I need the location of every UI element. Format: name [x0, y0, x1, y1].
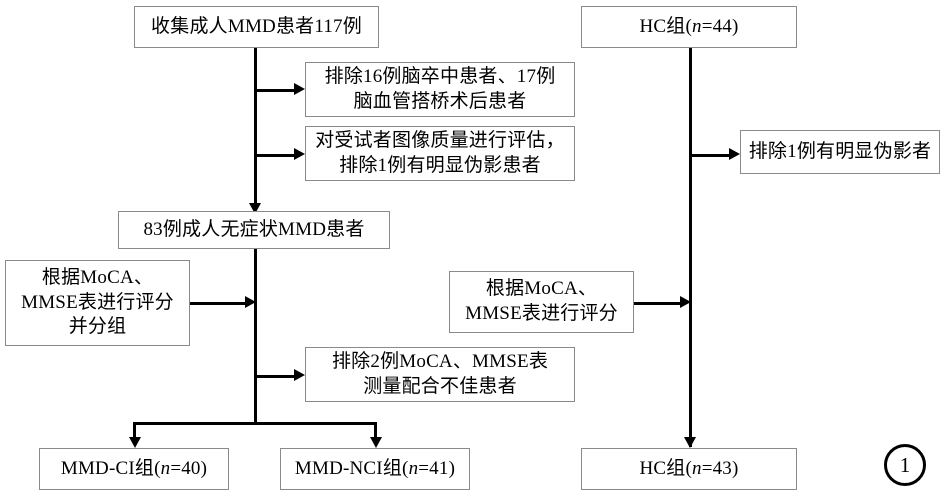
connector-split-right — [374, 422, 377, 444]
node-enroll-mmd[interactable]: 收集成人MMD患者117例 — [134, 6, 379, 48]
arrow-into-mmd-ci — [129, 437, 141, 448]
connector-to-exclude-moca — [254, 375, 298, 378]
arrow-into-exclude-stroke — [294, 83, 305, 95]
node-hc-final-label: HC组(n=43) — [639, 457, 739, 479]
arrow-into-exclude-moca — [294, 369, 305, 381]
arrow-grouping-into-trunk — [245, 296, 256, 308]
arrow-into-image-quality — [294, 148, 305, 160]
figure-number-badge: 1 — [884, 444, 926, 486]
node-hc-enroll-label: HC组(n=44) — [639, 15, 739, 37]
node-exclude-moca-mmse[interactable]: 排除2例MoCA、MMSE表 测量配合不佳患者 — [305, 347, 575, 402]
connector-trunk-hc — [689, 47, 692, 447]
connector-to-exclude-stroke — [254, 89, 298, 92]
node-exclude-moca-mmse-label: 排除2例MoCA、MMSE表 测量配合不佳患者 — [331, 350, 549, 397]
connector-trunk-mmd-bottom — [254, 248, 257, 425]
node-image-quality[interactable]: 对受试者图像质量进行评估， 排除1例有明显伪影患者 — [305, 126, 575, 181]
node-exclude-stroke-bypass-label: 排除16例脑卒中患者、17例 脑血管搭桥术后患者 — [324, 65, 556, 112]
figure-number-text: 1 — [899, 452, 911, 477]
arrow-hc-scoring-into-trunk — [680, 296, 691, 308]
node-asymptomatic-mmd-label: 83例成人无症状MMD患者 — [143, 218, 365, 240]
connector-trunk-mmd-top — [254, 47, 257, 210]
arrow-into-hc-exclude — [729, 148, 740, 160]
node-asymptomatic-mmd[interactable]: 83例成人无症状MMD患者 — [118, 211, 390, 249]
connector-split-left — [133, 422, 136, 444]
connector-to-image-quality — [254, 154, 298, 157]
connector-to-hc-exclude — [689, 154, 733, 157]
arrow-into-mmd-nci — [370, 437, 382, 448]
connector-grouping-to-trunk — [188, 302, 250, 305]
arrow-into-hc-final — [684, 437, 696, 448]
node-hc-exclude-artifact[interactable]: 排除1例有明显伪影者 — [740, 130, 940, 174]
node-enroll-mmd-label: 收集成人MMD患者117例 — [151, 15, 362, 37]
arrow-into-asymptomatic — [249, 203, 261, 214]
connector-hc-scoring-to-trunk — [632, 302, 685, 305]
connector-split-bar — [133, 422, 377, 425]
node-moca-mmse-grouping[interactable]: 根据MoCA、 MMSE表进行评分 并分组 — [5, 260, 190, 346]
node-exclude-stroke-bypass[interactable]: 排除16例脑卒中患者、17例 脑血管搭桥术后患者 — [305, 62, 575, 117]
node-hc-moca-mmse[interactable]: 根据MoCA、 MMSE表进行评分 — [449, 271, 634, 333]
node-hc-moca-mmse-label: 根据MoCA、 MMSE表进行评分 — [465, 278, 618, 324]
node-mmd-nci-label: MMD-NCI组(n=41) — [294, 457, 456, 479]
node-hc-exclude-artifact-label: 排除1例有明显伪影者 — [748, 140, 932, 162]
node-hc-final[interactable]: HC组(n=43) — [581, 448, 797, 490]
node-mmd-ci[interactable]: MMD-CI组(n=40) — [39, 448, 229, 490]
node-hc-enroll[interactable]: HC组(n=44) — [581, 6, 797, 48]
node-moca-mmse-grouping-label: 根据MoCA、 MMSE表进行评分 并分组 — [21, 266, 174, 338]
node-mmd-ci-label: MMD-CI组(n=40) — [60, 457, 208, 479]
node-mmd-nci[interactable]: MMD-NCI组(n=41) — [280, 448, 470, 490]
node-image-quality-label: 对受试者图像质量进行评估， 排除1例有明显伪影患者 — [315, 129, 565, 176]
